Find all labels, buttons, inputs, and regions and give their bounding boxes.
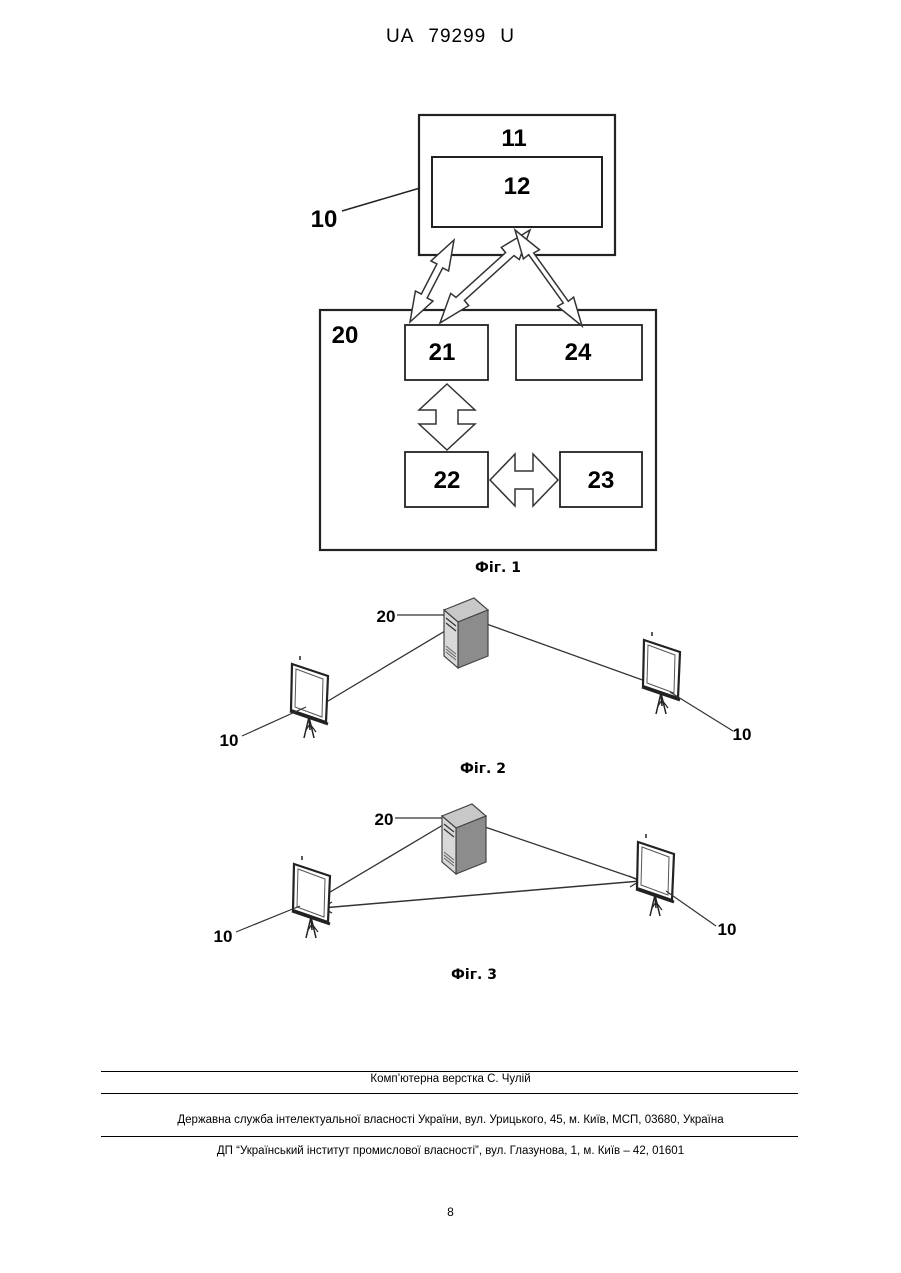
ref-line-right-10 xyxy=(666,891,716,926)
page-number: 8 xyxy=(0,1205,901,1219)
link-server-to-right-terminal xyxy=(482,826,640,880)
server-label: 20 xyxy=(377,607,396,626)
label-20: 20 xyxy=(332,322,359,349)
right-terminal-label: 10 xyxy=(733,725,752,744)
footer-rule-top xyxy=(101,1071,798,1072)
label-23: 23 xyxy=(588,467,615,494)
link-server-to-left-terminal xyxy=(310,822,448,904)
right-terminal-icon xyxy=(636,834,674,916)
label-10: 10 xyxy=(311,206,338,233)
footer-agency-address: Державна служба інтелектуальної власност… xyxy=(0,1114,901,1126)
ref-line-left-10 xyxy=(236,906,300,932)
label-22: 22 xyxy=(434,467,461,494)
link-server-to-right-terminal xyxy=(481,622,648,682)
server-icon xyxy=(442,804,486,874)
footer-rule-middle xyxy=(101,1093,798,1094)
drawings-canvas: 10 11 12 20 21 24 22 23 Фіг. 1 20 10 10 … xyxy=(0,0,901,1000)
server-icon xyxy=(444,598,488,668)
ref-line-left-10 xyxy=(242,707,306,736)
label-21: 21 xyxy=(429,339,456,366)
left-terminal-icon xyxy=(292,856,330,938)
figure-1: 10 11 12 20 21 24 22 23 Фіг. 1 xyxy=(311,115,656,576)
label-12: 12 xyxy=(504,173,531,200)
ref-line-right-10 xyxy=(670,692,733,731)
figure-3: 20 10 10 Фіг. 3 xyxy=(214,804,737,983)
left-terminal-icon xyxy=(290,656,328,738)
figure-2: 20 10 10 Фіг. 2 xyxy=(220,598,752,777)
right-terminal-label: 10 xyxy=(718,920,737,939)
label-24: 24 xyxy=(565,339,592,366)
footer-institute-address: ДП “Український інститут промислової вла… xyxy=(0,1145,901,1157)
ref-line-10 xyxy=(342,188,420,211)
figure-2-caption: Фіг. 2 xyxy=(460,761,506,777)
footer-layout-credit: Комп’ютерна верстка С. Чулій xyxy=(0,1073,901,1085)
figure-1-caption: Фіг. 1 xyxy=(475,560,521,576)
left-terminal-label: 10 xyxy=(220,731,239,750)
server-label: 20 xyxy=(375,810,394,829)
link-terminal-to-terminal xyxy=(322,881,640,908)
figure-3-caption: Фіг. 3 xyxy=(451,967,497,983)
right-terminal-icon xyxy=(642,632,680,714)
footer-rule-bottom xyxy=(101,1136,798,1137)
link-server-to-left-terminal xyxy=(318,628,450,707)
left-terminal-label: 10 xyxy=(214,927,233,946)
label-11: 11 xyxy=(501,125,526,152)
